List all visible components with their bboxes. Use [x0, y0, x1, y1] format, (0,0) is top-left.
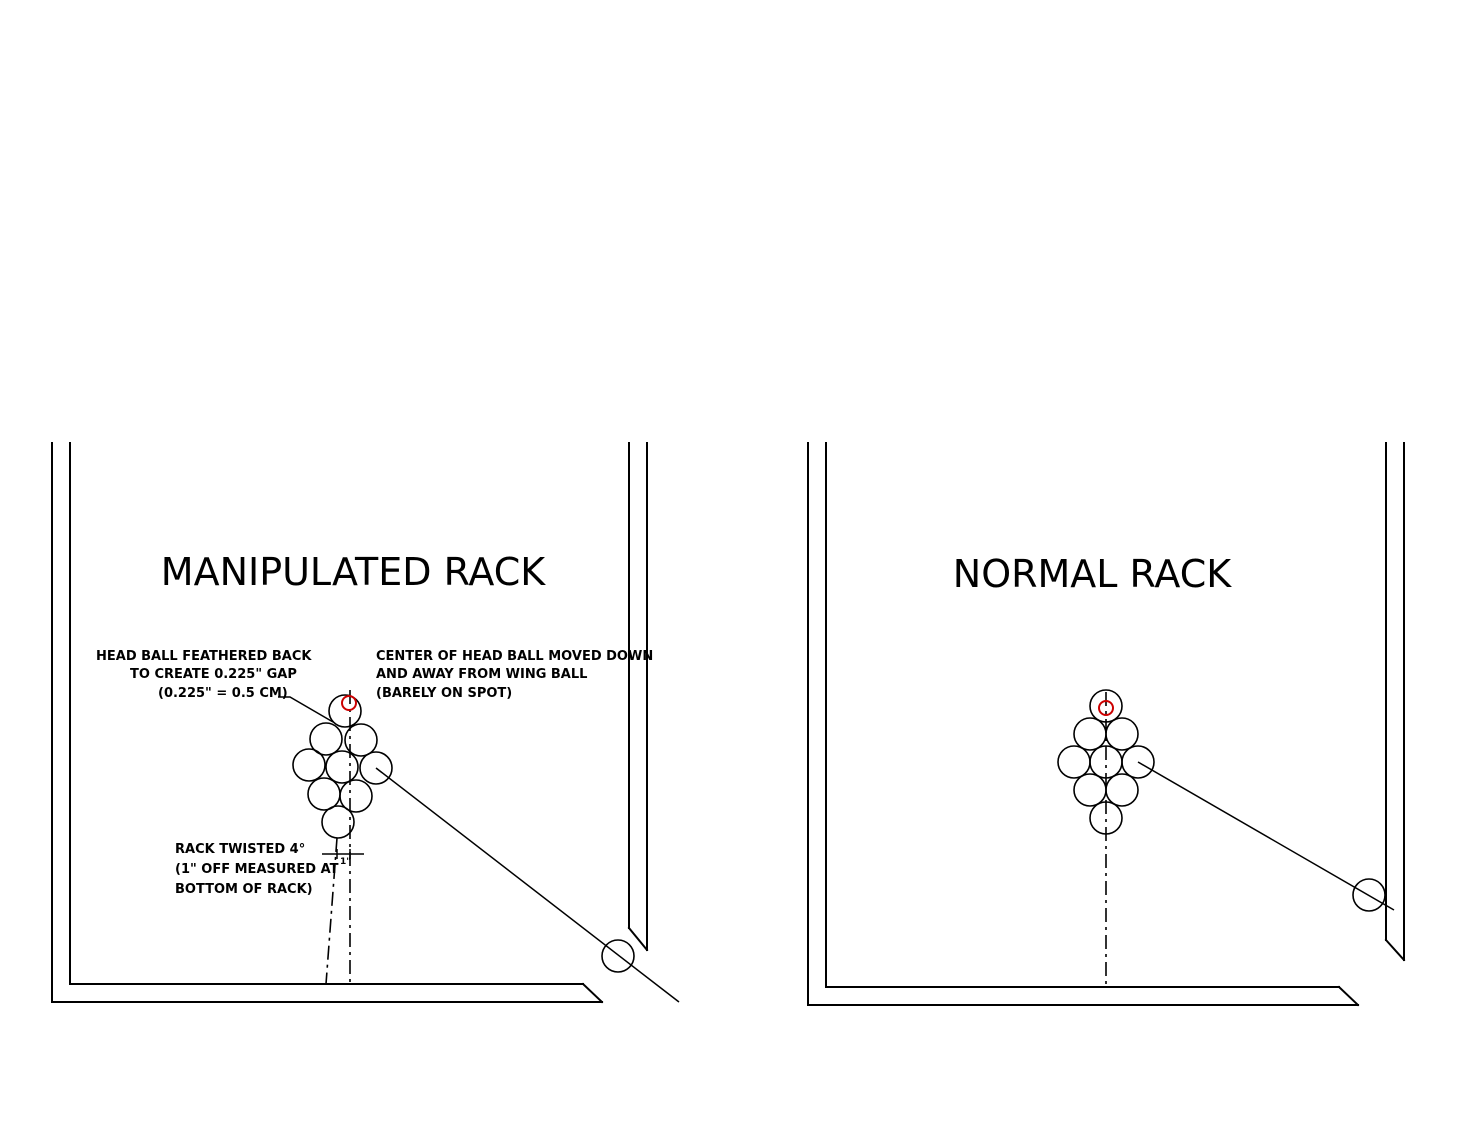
left-shot-line: [375, 767, 680, 1003]
right-table-rails: [807, 442, 1406, 1007]
head-note-leader: [278, 696, 334, 723]
right-rack-balls: [1057, 689, 1155, 835]
head-ball: [1089, 689, 1123, 723]
center-head-ball-note: CENTER OF HEAD BALL MOVED DOWN AND AWAY …: [376, 649, 653, 701]
rack-ball: [307, 777, 341, 811]
rack-ball: [344, 723, 378, 757]
rack-twisted-note: RACK TWISTED 4° (1" OFF MEASURED AT BOTT…: [175, 842, 339, 897]
wing-ball: [1121, 745, 1155, 779]
rack-ball: [1073, 717, 1107, 751]
left-cue-ball: [601, 939, 635, 973]
normal-rack-panel: NORMAL RACK: [807, 442, 1406, 1007]
rack-ball: [292, 748, 326, 782]
manipulated-rack-panel: MANIPULATED RACK HEAD BALL FEATHERED BAC…: [51, 442, 680, 1004]
head-ball-note-line-1: HEAD BALL FEATHERED BACK: [96, 649, 312, 664]
rack-ball: [1105, 773, 1139, 807]
center-note-line-1: CENTER OF HEAD BALL MOVED DOWN: [376, 649, 653, 664]
left-foot-spot-marker: [341, 695, 357, 711]
rack-ball: [309, 722, 343, 756]
normal-rack-title: NORMAL RACK: [953, 552, 1232, 596]
rack-ball: [325, 750, 359, 784]
head-ball: [328, 694, 362, 728]
center-note-line-3: (BARELY ON SPOT): [376, 686, 512, 701]
center-note-line-2: AND AWAY FROM WING BALL: [376, 667, 587, 682]
rack-ball: [1089, 801, 1123, 835]
manipulated-rack-title: MANIPULATED RACK: [161, 550, 547, 594]
rack-ball: [1057, 745, 1091, 779]
left-rack-balls: [292, 694, 393, 839]
rack-ball: [1073, 773, 1107, 807]
rack-ball: [321, 805, 355, 839]
head-ball-note-line-2: TO CREATE 0.225" GAP: [130, 667, 297, 682]
right-foot-spot-marker: [1098, 700, 1114, 716]
twist-note-line-1: RACK TWISTED 4°: [175, 842, 305, 857]
twist-note-line-3: BOTTOM OF RACK): [175, 882, 313, 897]
head-ball-note: HEAD BALL FEATHERED BACK TO CREATE 0.225…: [96, 649, 312, 701]
rack-ball: [339, 779, 373, 813]
right-cue-ball: [1352, 878, 1386, 912]
wing-ball: [359, 751, 393, 785]
head-ball-note-line-3: (0.225" = 0.5 CM): [158, 686, 288, 701]
left-twisted-line: [325, 837, 338, 985]
twist-note-line-2: (1" OFF MEASURED AT: [175, 862, 339, 877]
one-inch-dimension: 1": [322, 849, 364, 867]
right-shot-line: [1137, 761, 1395, 911]
rack-ball: [1105, 717, 1139, 751]
one-inch-label: 1": [340, 857, 351, 867]
